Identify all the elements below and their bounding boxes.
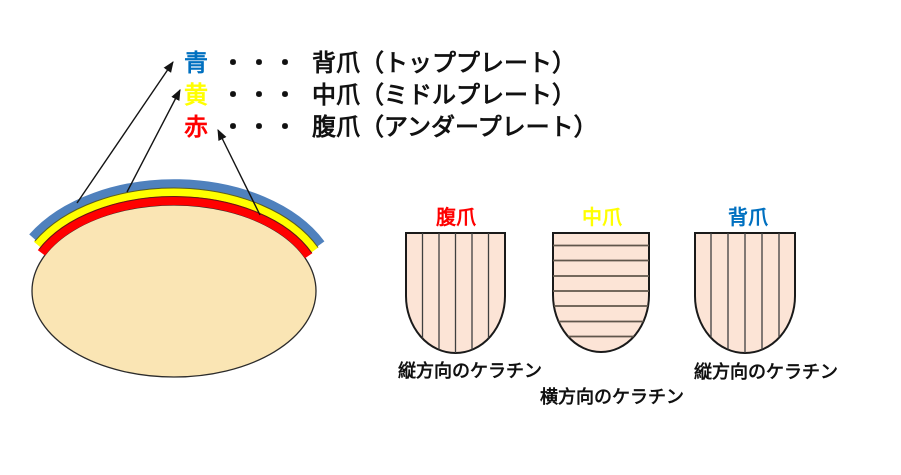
legend-dots: ・・・ xyxy=(221,81,299,109)
legend: 青 ・・・ 背爪（トッププレート） 黄 ・・・ 中爪（ミドルプレート） 赤 ・・… xyxy=(184,44,598,141)
legend-key-blue: 青 xyxy=(184,49,208,77)
legend-key-yellow: 黄 xyxy=(184,81,208,109)
nail-title-under-plate: 腹爪 xyxy=(436,207,476,229)
horizontal-stripes-middle-plate xyxy=(553,244,649,338)
arrow-to-yellow-legend xyxy=(126,89,181,193)
arrow-to-red-legend xyxy=(217,128,261,216)
under-plate-arc xyxy=(37,196,313,259)
middle-plate-arc xyxy=(33,187,319,253)
legend-arrows xyxy=(76,61,261,216)
nail-caption-under-plate: 縦方向のケラチン xyxy=(398,361,542,381)
middle-plate-nail-shape xyxy=(552,232,650,353)
arrow-to-blue-legend xyxy=(76,61,174,204)
vertical-stripes-under-plate xyxy=(421,233,490,353)
legend-label-top-plate: 背爪（トッププレート） xyxy=(312,49,576,77)
legend-dots: ・・・ xyxy=(221,113,299,141)
legend-label-under-plate: 腹爪（アンダープレート） xyxy=(312,113,598,141)
top-plate-arc xyxy=(29,179,325,247)
legend-row-red: 赤 ・・・ 腹爪（アンダープレート） xyxy=(184,108,598,141)
nail-caption-top-plate: 縦方向のケラチン xyxy=(694,362,838,382)
legend-label-middle-plate: 中爪（ミドルプレート） xyxy=(312,81,576,109)
arc-boundary-line xyxy=(34,187,319,248)
legend-key-red: 赤 xyxy=(184,113,208,141)
arc-boundary-line xyxy=(38,196,313,254)
legend-dots: ・・・ xyxy=(221,49,299,77)
nail-title-top-plate: 背爪 xyxy=(728,207,768,229)
cross-section-body xyxy=(31,204,317,378)
vertical-stripes-top-plate xyxy=(710,233,780,353)
nail-caption-middle-plate: 横方向のケラチン xyxy=(540,387,684,407)
legend-row-blue: 青 ・・・ 背爪（トッププレート） xyxy=(184,44,598,77)
nail-title-middle-plate: 中爪 xyxy=(582,207,622,229)
legend-row-yellow: 黄 ・・・ 中爪（ミドルプレート） xyxy=(184,76,598,109)
